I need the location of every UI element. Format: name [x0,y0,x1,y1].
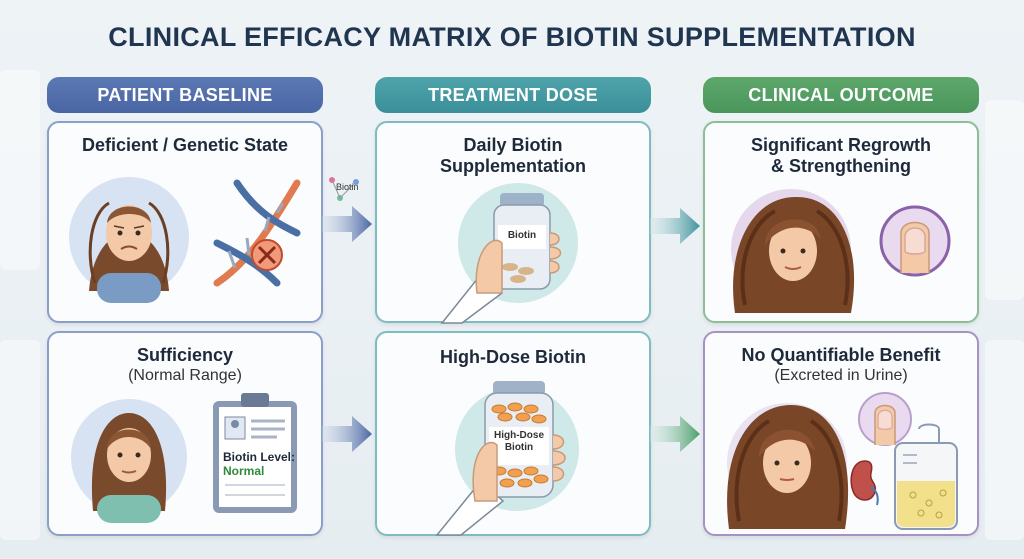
hand-bottle-icon [440,183,578,324]
healthy-woman-icon [71,399,187,523]
header-treatment-dose: TREATMENT DOSE [375,77,651,113]
card-daily-biotin-supplementation: Daily Biotin Supplementation Biotin [375,121,651,324]
bottle-label: Biotin [507,230,537,241]
card-title: High-Dose Biotin [440,347,586,367]
molecule-icon [329,177,359,201]
kidney-icon [850,460,879,506]
clipboard-value: Normal [223,464,265,478]
hand-high-dose-bottle-icon [435,381,579,536]
nail-icon [858,392,912,446]
bottle-label-line2: Biotin [504,442,534,453]
background-counter-right [985,340,1024,540]
card-title-line2: Supplementation [439,156,586,176]
header-patient-baseline: PATIENT BASELINE [47,77,323,113]
card-title-line1: Daily Biotin [463,135,563,155]
arrow-right-icon [322,416,372,452]
clipboard-label: Biotin Level: [223,450,296,464]
card-title-line2: & Strengthening [771,156,911,176]
card-title: Deficient / Genetic State [81,135,289,155]
arrow-right-icon [650,416,700,452]
background-window-right [985,100,1024,300]
card-deficient-genetic-state: Deficient / Genetic State [47,121,323,323]
card-title: No Quantifiable Benefit [741,345,941,365]
nail-icon [879,205,951,277]
header-clinical-outcome: CLINICAL OUTCOME [703,77,979,113]
urine-bag-icon [894,423,958,530]
sad-woman-thin-hair-icon [69,177,189,303]
background-window-left [0,70,40,270]
card-title: Sufficiency [136,345,234,365]
card-subtitle: (Normal Range) [128,367,242,384]
woman-full-hair-icon [731,189,855,313]
molecule-label: Biotin [336,182,359,192]
dna-icon [213,179,301,287]
arrow-right-icon [650,208,700,244]
card-significant-regrowth: Significant Regrowth & Strengthening [703,121,979,323]
card-no-quantifiable-benefit: No Quantifiable Benefit (Excreted in Uri… [703,331,979,536]
arrow-right-icon [322,206,372,242]
woman-full-hair-icon [727,403,849,529]
bottle-label-line1: High-Dose [494,430,544,441]
card-high-dose-biotin: High-Dose Biotin High-Dose Biotin [375,331,651,536]
page-title: CLINICAL EFFICACY MATRIX OF BIOTIN SUPPL… [108,22,916,52]
background-counter-left [0,340,40,540]
card-sufficiency: Sufficiency (Normal Range) Biotin Level:… [47,331,323,536]
clipboard-icon [213,393,297,513]
card-subtitle: (Excreted in Urine) [774,367,908,384]
card-title-line1: Significant Regrowth [751,135,931,155]
